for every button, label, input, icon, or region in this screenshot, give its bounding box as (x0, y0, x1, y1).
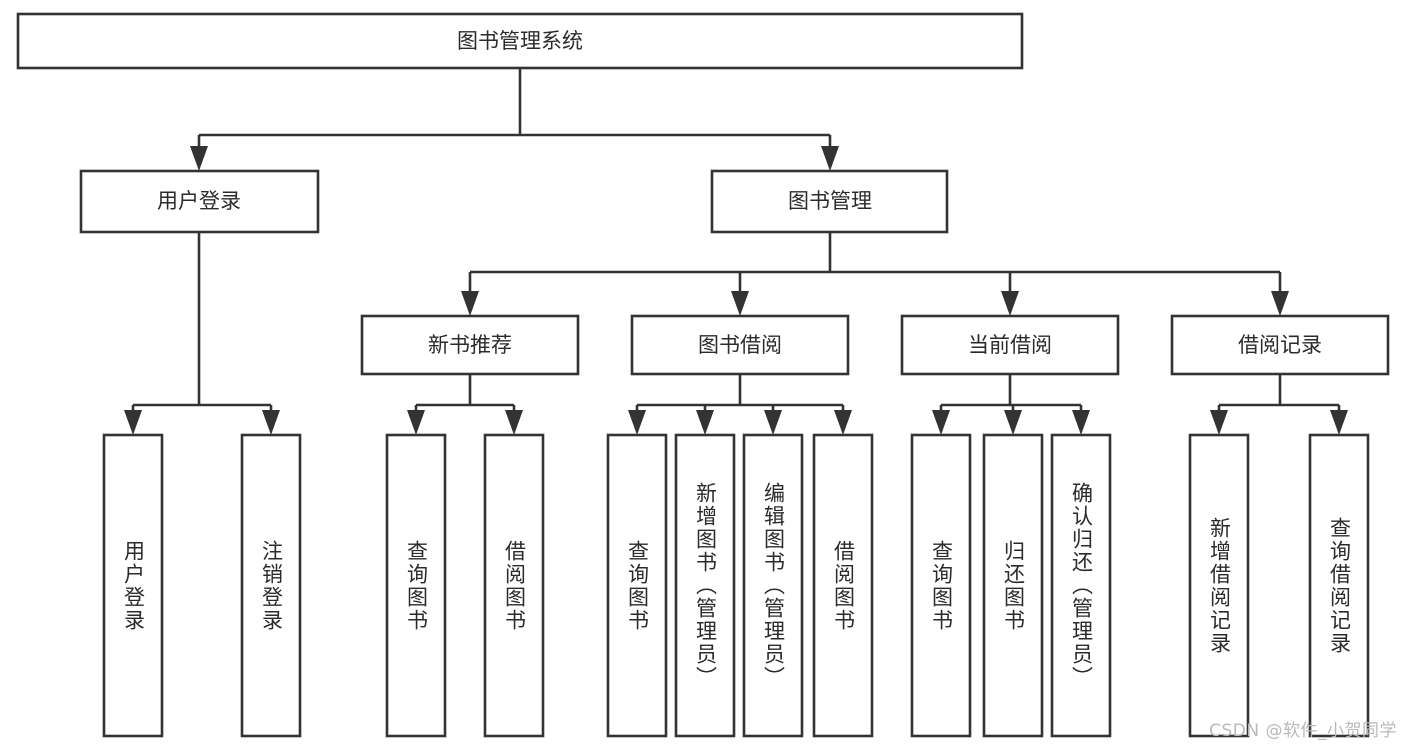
arrow-to-leaf-rec-borrow (505, 410, 523, 435)
node-leaf-borrow-query[interactable] (606, 433, 668, 738)
node-leaf-cur-confirm[interactable] (1050, 433, 1112, 738)
node-book-mgmt[interactable] (710, 169, 949, 234)
arrow-to-book-mgmt (821, 146, 839, 171)
node-leaf-book-add[interactable] (674, 433, 736, 738)
node-root[interactable] (16, 12, 1024, 70)
arrow-to-leaf-cur-return (1004, 410, 1022, 435)
arrow-to-leaf-borrow-query (628, 410, 646, 435)
node-leaf-book-borrow[interactable] (812, 433, 874, 738)
node-user-login-label: 用户登录 (157, 189, 241, 213)
node-root-label: 图书管理系统 (457, 29, 583, 53)
node-current-borrow-label: 当前借阅 (968, 333, 1052, 357)
arrow-to-new-book-rec (461, 291, 479, 316)
arrow-to-leaf-book-borrow (834, 410, 852, 435)
node-leaf-logout[interactable] (240, 433, 302, 738)
node-leaf-rec-add[interactable] (1188, 433, 1250, 738)
arrow-to-current-borrow (1001, 291, 1019, 316)
node-leaf-rec-search[interactable] (1308, 433, 1370, 738)
node-leaf-book-edit[interactable] (742, 433, 804, 738)
arrow-to-leaf-rec-query (407, 410, 425, 435)
node-book-borrow[interactable] (630, 314, 850, 376)
arrow-to-leaf-book-edit (764, 410, 782, 435)
node-leaf-rec-borrow[interactable] (483, 433, 545, 738)
arrow-to-leaf-logout (262, 410, 280, 435)
arrow-to-leaf-book-add (696, 410, 714, 435)
arrow-to-book-borrow (731, 291, 749, 316)
node-leaf-user-login[interactable] (102, 433, 164, 738)
csdn-watermark: CSDN @软件_小贺同学 (1209, 721, 1397, 741)
arrow-to-leaf-rec-search (1330, 410, 1348, 435)
node-book-mgmt-label: 图书管理 (788, 189, 872, 213)
node-borrow-record[interactable] (1170, 314, 1390, 376)
node-leaf-rec-query[interactable] (385, 433, 447, 738)
node-user-login[interactable] (79, 169, 320, 234)
node-leaf-cur-query[interactable] (910, 433, 972, 738)
arrow-to-leaf-cur-query (932, 410, 950, 435)
node-new-book-rec-label: 新书推荐 (428, 333, 512, 357)
arrow-to-leaf-cur-confirm (1072, 410, 1090, 435)
node-book-borrow-label: 图书借阅 (698, 333, 782, 357)
arrow-to-borrow-record (1271, 291, 1289, 316)
node-layer: 图书管理系统 用户登录 图书管理 新书推荐 图书借阅 当前借阅 借阅记录 (16, 12, 1390, 738)
node-new-book-rec[interactable] (360, 314, 580, 376)
connector-layer (124, 68, 1348, 435)
node-current-borrow[interactable] (900, 314, 1120, 376)
arrow-to-leaf-rec-add (1210, 410, 1228, 435)
arrow-to-user-login (190, 146, 208, 171)
node-leaf-cur-return[interactable] (982, 433, 1044, 738)
arrow-to-leaf-user-login (124, 410, 142, 435)
node-borrow-record-label: 借阅记录 (1238, 333, 1322, 357)
